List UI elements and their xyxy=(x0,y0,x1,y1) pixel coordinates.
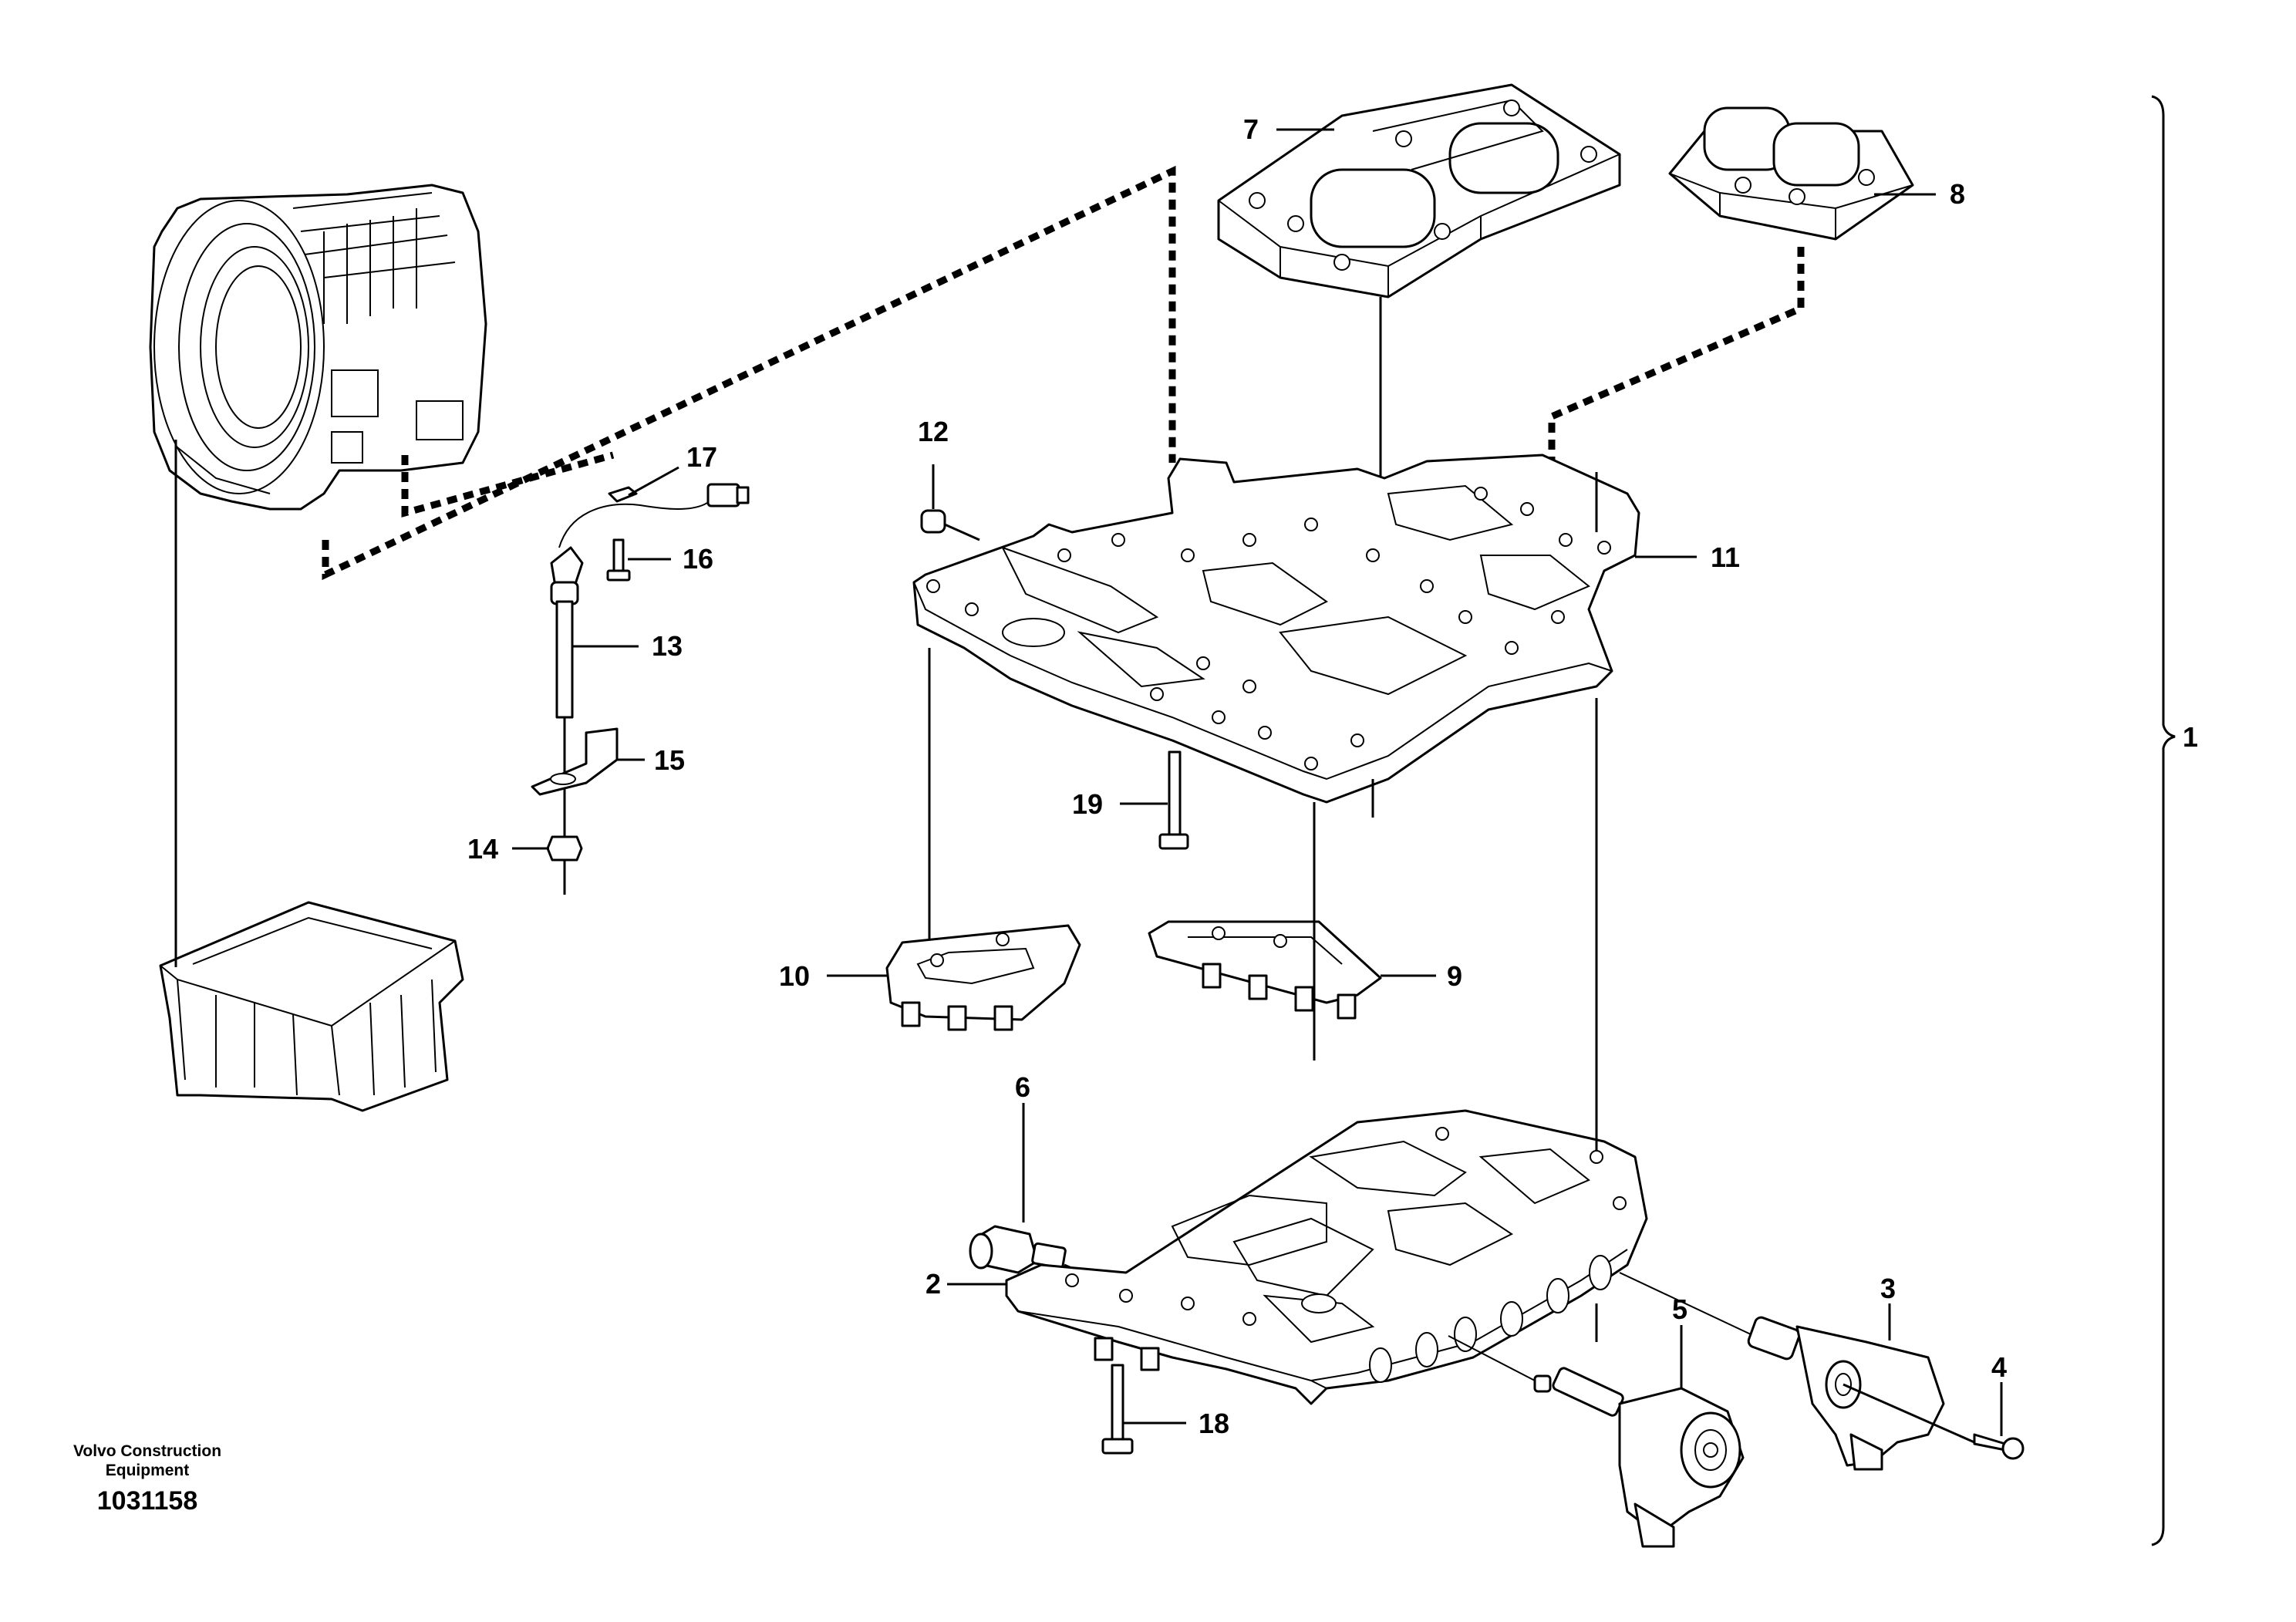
part-5-solenoid-valve xyxy=(1448,1335,1745,1548)
dashed-connection-housing-to-plate xyxy=(322,165,1176,581)
part-14-nut xyxy=(546,835,583,862)
callout-11: 11 xyxy=(1711,541,1740,573)
callout-6: 6 xyxy=(1015,1071,1030,1103)
callout-8: 8 xyxy=(1950,178,1965,210)
callout-15: 15 xyxy=(654,744,685,776)
assembly-bracket xyxy=(2151,95,2176,1546)
part-7-valve-assembly xyxy=(1217,83,1621,298)
axis-3-to-4 xyxy=(1843,1383,1975,1444)
part-4-screw xyxy=(1973,1433,2025,1460)
document-number: 1031158 xyxy=(97,1486,198,1516)
part-16-bolt xyxy=(606,538,631,582)
callout-19: 19 xyxy=(1072,788,1103,820)
callout-4: 4 xyxy=(1991,1351,2007,1383)
dashed-connection-housing-to-sensor xyxy=(401,451,615,518)
part-6-pressure-sender xyxy=(969,1225,1067,1274)
callout-14: 14 xyxy=(467,833,498,865)
brand-name-line1: Volvo Construction xyxy=(73,1442,221,1460)
part-15-bracket xyxy=(531,727,619,796)
dashed-connection-valve8-to-plate xyxy=(1548,247,1805,494)
callout-12: 12 xyxy=(918,416,949,447)
part-17-cable-connector xyxy=(558,483,750,548)
part-9-cover-plate xyxy=(1148,920,1382,1020)
callout-10: 10 xyxy=(779,960,810,992)
part-10-cover-plate xyxy=(885,924,1081,1031)
callout-17: 17 xyxy=(686,441,717,473)
part-11-intermediate-plate xyxy=(912,454,1640,804)
callout-5: 5 xyxy=(1672,1293,1687,1325)
part-2-valve-body xyxy=(1005,1109,1648,1405)
transmission-housing xyxy=(149,184,487,511)
axis-12-down xyxy=(944,523,980,541)
brand-name-line2: Equipment xyxy=(106,1462,190,1479)
oil-pan xyxy=(159,901,464,1112)
callout-9: 9 xyxy=(1447,960,1462,992)
callout-18: 18 xyxy=(1199,1408,1229,1439)
part-13-temperature-sensor xyxy=(550,546,584,719)
callout-2: 2 xyxy=(925,1268,941,1300)
callout-7: 7 xyxy=(1243,113,1259,145)
part-19-bolt xyxy=(1158,750,1189,850)
callout-13: 13 xyxy=(652,630,683,662)
leader-17 xyxy=(628,466,679,497)
callout-1: 1 xyxy=(2183,721,2198,753)
part-8-valve-block xyxy=(1668,106,1914,241)
part-12-plug xyxy=(920,509,946,534)
callout-3: 3 xyxy=(1880,1273,1896,1304)
part-18-bolt xyxy=(1101,1364,1134,1455)
callout-16: 16 xyxy=(683,543,713,575)
